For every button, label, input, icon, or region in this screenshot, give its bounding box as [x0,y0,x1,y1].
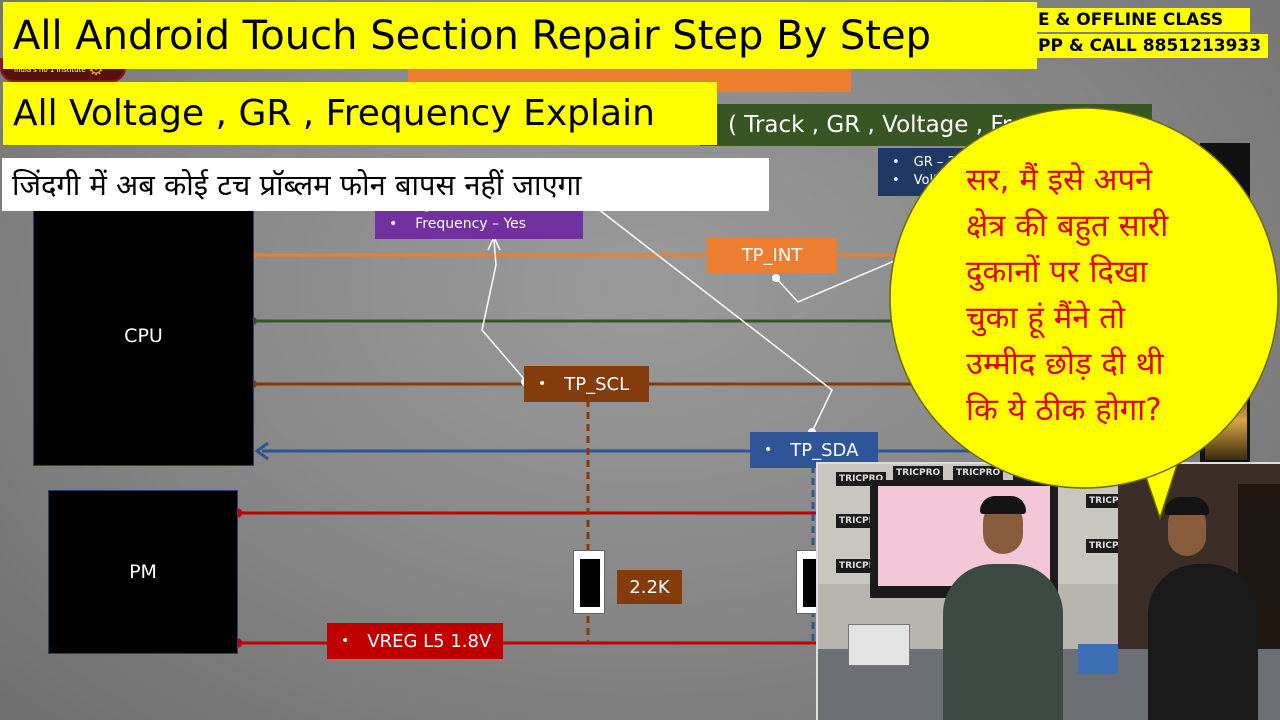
subtitle-banner: All Voltage , GR , Frequency Explain [3,82,717,145]
hindi-tagline: जिंदगी में अब कोई टच प्रॉब्लम फोन बापस न… [12,168,582,202]
tp-int-label: TP_INT [707,238,837,273]
tp-scl-text: TP_SCL [564,373,630,395]
page-subtitle: All Voltage , GR , Frequency Explain [13,93,655,134]
tp-sda-text: TP_SDA [790,439,859,461]
resistor-scl [573,550,605,614]
cpu-chip: CPU [33,205,254,466]
resistor-value: 2.2K [629,576,670,598]
vreg-text: VREG L5 1.8V [367,630,492,652]
callout-sda [579,194,833,433]
bubble-line-6: कि ये ठीक होगा? [966,392,1162,428]
bubble-line-4: चुका हूं मैंने तो [966,300,1125,336]
top-right-banner-2: PP & CALL 8851213933 [1036,34,1268,58]
pm-chip: PM [48,490,238,654]
vreg-label: •VREG L5 1.8V [327,623,503,659]
cpu-label: CPU [124,324,163,347]
purple-note-line: •Frequency – Yes [389,216,527,232]
logo-text: India's no 1 Institute [14,66,86,74]
hindi-tagline-banner: जिंदगी में अब कोई टच प्रॉब्लम फोन बापस न… [2,158,769,211]
pm-label: PM [129,561,157,583]
bubble-line-5: उम्मीद छोड़ दी थी [966,346,1164,382]
green-header-text: ( Track , GR , Voltage , Fre [728,112,1026,138]
bubble-line-1: सर, मैं इसे अपने [966,162,1153,198]
callout-scl [481,239,526,381]
bubble-line-3: दुकानों पर दिखा [966,254,1148,290]
photo-person-1 [943,564,1063,720]
tp-scl-label: •TP_SCL [524,366,649,402]
speech-bubble-text: सर, मैं इसे अपने क्षेत्र की बहुत सारी दु… [966,157,1266,433]
callout-int [775,249,921,303]
callout-int-dot [772,274,780,282]
title-banner: All Android Touch Section Repair Step By… [3,2,1037,69]
photo-person-2 [1148,564,1258,720]
top-right-banner-1: E & OFFLINE CLASS [1036,8,1250,32]
wire-tp-sda-arrow [254,441,269,461]
top-right-line2: PP & CALL 8851213933 [1038,36,1262,56]
page-title: All Android Touch Section Repair Step By… [13,12,931,59]
photo-brand-2: TRICPRO [893,466,944,480]
bubble-line-2: क्षेत्र की बहुत सारी [966,208,1169,244]
purple-note-text: Frequency – Yes [415,216,527,232]
resistor-value-label: 2.2K [617,570,682,604]
photo-brand-3: TRICPRO [953,466,1004,480]
top-right-line1: E & OFFLINE CLASS [1038,10,1224,30]
tp-int-text: TP_INT [741,245,803,266]
